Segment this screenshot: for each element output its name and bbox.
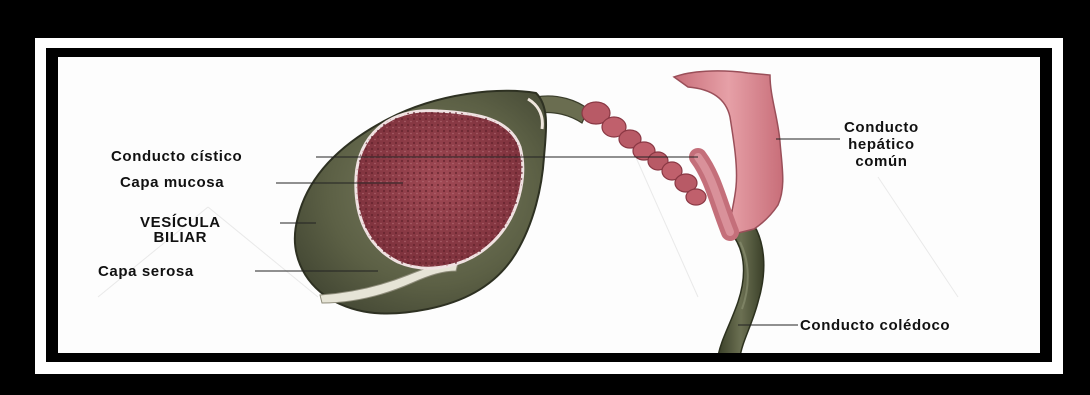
label-common-bile-duct: Conducto colédoco (800, 318, 950, 333)
label-hepatic-duct: Conducto hepático común (844, 119, 919, 170)
label-hepatic-line2: hepático (844, 136, 919, 153)
label-gallbladder-line1: VESÍCULA (140, 215, 221, 230)
label-mucosa: Capa mucosa (120, 175, 224, 190)
label-cystic-duct: Conducto cístico (111, 149, 242, 164)
label-hepatic-line3: común (844, 153, 919, 170)
label-gallbladder-line2: BILIAR (140, 230, 221, 245)
cystic-duct-spiral-valves (582, 102, 706, 205)
label-hepatic-line1: Conducto (844, 119, 919, 136)
label-serosa: Capa serosa (98, 264, 194, 279)
gallbladder-illustration (58, 57, 1040, 353)
diagram-panel: Conducto cístico Capa mucosa VESÍCULA BI… (58, 57, 1040, 353)
label-gallbladder: VESÍCULA BILIAR (140, 215, 221, 245)
